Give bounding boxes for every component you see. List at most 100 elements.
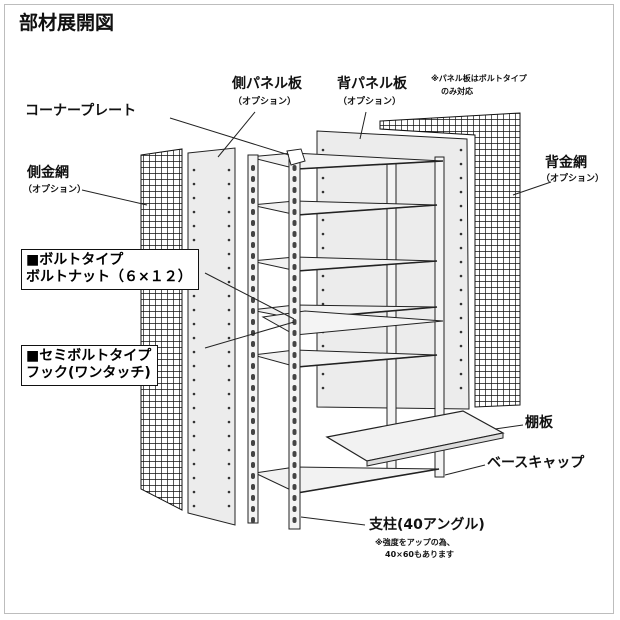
post-slot	[251, 231, 255, 237]
post-slot	[292, 418, 297, 424]
post-slot	[251, 187, 255, 193]
panel-hole	[192, 462, 196, 466]
panel-hole	[459, 288, 463, 292]
post-slot	[251, 341, 255, 347]
post-slot	[292, 308, 297, 314]
panel-hole	[321, 246, 325, 250]
leader-lines	[81, 111, 552, 526]
panel-hole	[459, 344, 463, 348]
panel-hole	[459, 358, 463, 362]
semi-bolt-type-title: ■セミボルトタイプ	[26, 348, 152, 364]
corner-plate	[286, 148, 306, 166]
semi-bolt-type-box: ■セミボルトタイプ フック(ワンタッチ)	[21, 345, 159, 386]
post-slot	[251, 484, 255, 490]
post-slot	[251, 451, 255, 457]
base-cap-label: ベースキャップ	[487, 455, 585, 471]
post-slot	[292, 462, 297, 468]
post-note-line1: ※強度をアップの為、	[375, 538, 455, 547]
post-slot	[292, 176, 297, 182]
panel-hole	[321, 386, 325, 390]
panel-hole	[192, 238, 196, 242]
panel-hole	[192, 308, 196, 312]
panel-hole	[227, 476, 231, 480]
back-mesh-label: 背金網	[545, 155, 587, 171]
post-slot	[292, 165, 297, 171]
post-slot	[292, 495, 297, 501]
post-slot	[251, 506, 255, 512]
panel-hole	[227, 280, 231, 284]
post-slot	[251, 429, 255, 435]
panel-hole	[227, 238, 231, 242]
panel-note-line1: ※パネル板はボルトタイプ	[431, 74, 527, 83]
back-panel-label: 背パネル板	[337, 76, 407, 92]
panel-hole	[321, 372, 325, 376]
panel-hole	[459, 246, 463, 250]
panel-hole	[321, 344, 325, 348]
post-slot	[292, 286, 297, 292]
post-slot	[292, 473, 297, 479]
bolt-type-box: ■ボルトタイプ ボルトナット（６×１２）	[21, 249, 199, 290]
panel-hole	[321, 218, 325, 222]
panel-hole	[227, 448, 231, 452]
exploded-shelf-diagram	[81, 111, 552, 530]
side-mesh-option: （オプション）	[23, 185, 87, 195]
post-slot	[292, 242, 297, 248]
panel-hole	[192, 392, 196, 396]
panel-hole	[459, 176, 463, 180]
post-slot	[292, 220, 297, 226]
side-mesh-label: 側金網	[27, 165, 69, 181]
post-slot	[292, 319, 297, 325]
panel-hole	[192, 378, 196, 382]
shelf-board-label: 棚板	[525, 415, 553, 431]
post-slot	[292, 209, 297, 215]
post-note-line2: 40×60もあります	[385, 550, 454, 559]
post-slot	[251, 495, 255, 501]
post-slot	[251, 319, 255, 325]
panel-hole	[459, 274, 463, 278]
post-slot	[292, 198, 297, 204]
panel-hole	[459, 302, 463, 306]
back-mesh	[379, 112, 521, 408]
post-slot	[292, 429, 297, 435]
back-mesh-option: （オプション）	[541, 174, 605, 184]
post-slot	[292, 330, 297, 336]
post-slot	[251, 242, 255, 248]
panel-hole	[227, 392, 231, 396]
side-panel-label: 側パネル板	[232, 76, 302, 92]
post-slot	[251, 308, 255, 314]
page-title: 部材展開図	[19, 12, 115, 34]
post-slot	[251, 286, 255, 292]
post-slot	[292, 451, 297, 457]
panel-hole	[227, 350, 231, 354]
panel-hole	[321, 274, 325, 278]
side-panel-option: （オプション）	[233, 97, 297, 107]
post-slot	[292, 187, 297, 193]
panel-hole	[227, 336, 231, 340]
panel-hole	[227, 294, 231, 298]
panel-hole	[192, 336, 196, 340]
post-slot	[292, 385, 297, 391]
panel-hole	[459, 330, 463, 334]
post-slot	[292, 231, 297, 237]
panel-hole	[192, 364, 196, 368]
post-slot	[251, 220, 255, 226]
panel-hole	[459, 372, 463, 376]
post-slot	[251, 352, 255, 358]
panel-hole	[321, 288, 325, 292]
panel-hole	[459, 148, 463, 152]
panel-hole	[459, 218, 463, 222]
panel-hole	[227, 266, 231, 270]
panel-hole	[227, 210, 231, 214]
post-slot	[251, 165, 255, 171]
post-slot	[292, 341, 297, 347]
semi-bolt-type-detail: フック(ワンタッチ)	[26, 364, 151, 381]
panel-hole	[192, 182, 196, 186]
post-slot	[292, 297, 297, 303]
side-panel	[187, 147, 236, 526]
post-slot	[292, 484, 297, 490]
panel-hole	[192, 406, 196, 410]
panel-hole	[227, 364, 231, 368]
post-slot	[251, 440, 255, 446]
post-slot	[251, 330, 255, 336]
panel-hole	[321, 232, 325, 236]
